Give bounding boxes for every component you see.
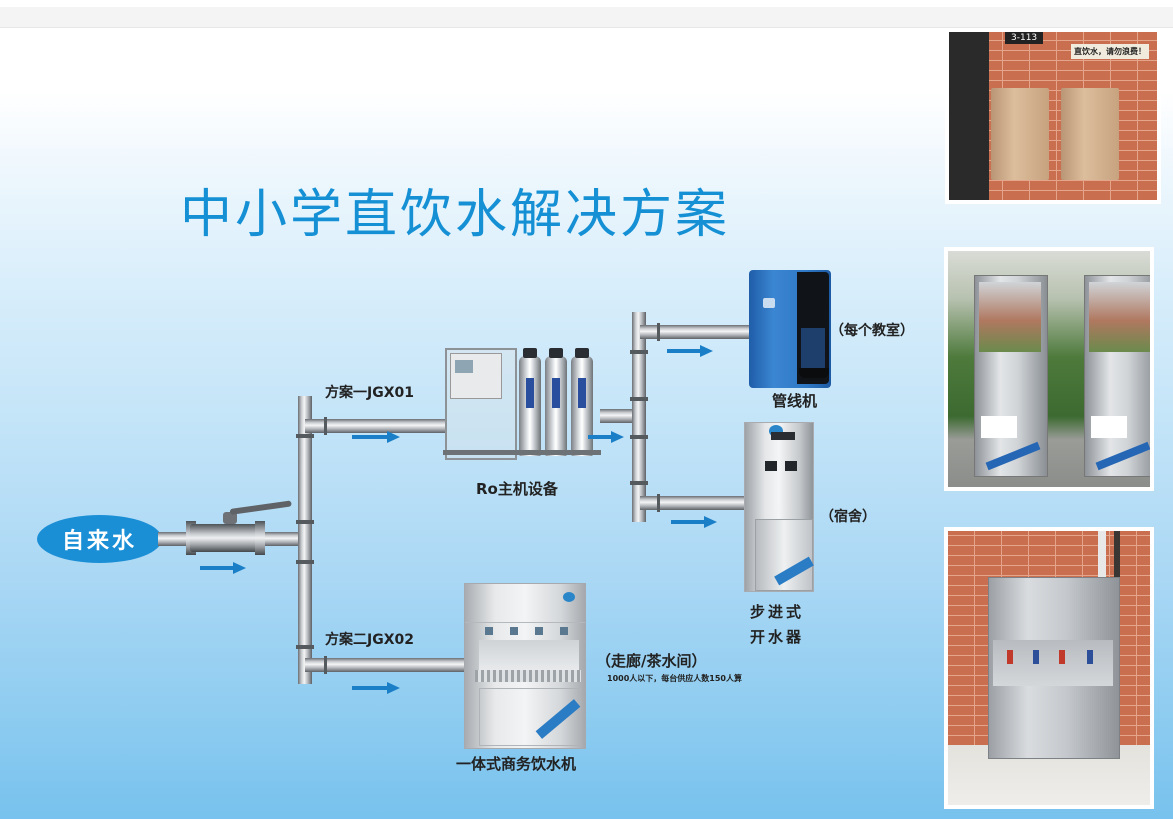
ro-unit-label: Ro主机设备 <box>476 480 558 498</box>
flow-arrow-plan1 <box>352 431 400 443</box>
ro-unit-image <box>443 346 603 460</box>
flow-arrow-pipeliner <box>667 345 713 357</box>
source-label: 自来水 <box>61 529 137 554</box>
pipe-ring <box>657 494 660 512</box>
pipe-ring <box>630 481 648 485</box>
boiler-label-line2: 开水器 <box>750 628 805 646</box>
corridor-dispenser <box>988 577 1120 759</box>
pipe-ring <box>630 350 648 354</box>
pipeliner-pipe <box>640 325 752 339</box>
commercial-capacity-note: 1000人以下，每台供应人数150人算 <box>607 674 742 683</box>
flow-arrow-ro-outlet <box>588 431 624 443</box>
plan1-pipe <box>305 419 447 433</box>
photo-outdoor <box>944 247 1154 491</box>
plan1-label: 方案一JGX01 <box>325 385 414 401</box>
distribution-riser-pipe <box>632 312 646 522</box>
wall-dispenser <box>1061 88 1119 180</box>
valve-flange-right <box>255 521 265 555</box>
top-bar <box>0 7 1173 28</box>
flow-arrow-inlet <box>200 562 246 574</box>
flow-arrow-boiler <box>671 516 717 528</box>
commercial-location: （走廊/茶水间） <box>596 652 707 670</box>
main-riser-pipe <box>298 396 312 684</box>
boiler-location: （宿舍） <box>820 509 876 525</box>
pipeliner-location: （每个教室） <box>830 323 914 339</box>
commercial-dispenser-image <box>464 583 586 749</box>
flow-arrow-plan2 <box>352 682 400 694</box>
outdoor-dispenser <box>1084 275 1150 477</box>
tap-water-source: 自来水 <box>37 515 162 563</box>
ball-valve <box>190 524 258 552</box>
pipe-ring <box>296 520 314 524</box>
pipe-ring <box>324 656 327 674</box>
plan2-pipe <box>305 658 467 672</box>
boiler-image <box>744 422 814 592</box>
commercial-label: 一体式商务饮水机 <box>456 755 577 773</box>
pipe-ring <box>657 323 660 341</box>
wall-sign: 直饮水，请勿浪费！ <box>1071 44 1149 59</box>
plan2-label: 方案二JGX02 <box>325 632 414 648</box>
pipe-ring <box>296 434 314 438</box>
outdoor-dispenser <box>974 275 1048 477</box>
pipe-ring <box>630 397 648 401</box>
pipe-ring <box>630 435 648 439</box>
room-number-sign: 3-113 <box>1005 32 1044 44</box>
pipe-ring <box>324 417 327 435</box>
pipeliner-label: 管线机 <box>772 392 818 410</box>
ro-outlet-pipe <box>600 409 640 423</box>
boiler-label-line1: 步进式 <box>750 603 805 621</box>
photo-corridor <box>944 527 1154 809</box>
pipeline-machine-image <box>749 270 831 388</box>
page-title: 中小学直饮水解决方案 <box>180 185 731 245</box>
photo-classroom: 3-113 直饮水，请勿浪费！ <box>945 28 1161 204</box>
boiler-pipe <box>640 496 748 510</box>
pipe-ring <box>296 645 314 649</box>
pipe-ring <box>296 560 314 564</box>
wall-dispenser <box>991 88 1049 180</box>
valve-stem <box>223 512 237 524</box>
